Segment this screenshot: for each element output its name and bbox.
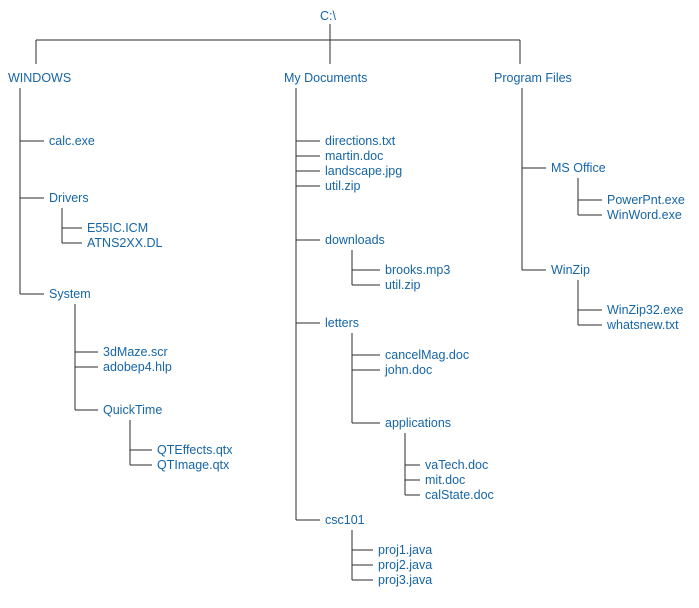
node-brooks-mp3: brooks.mp3 bbox=[385, 263, 451, 277]
windows-branch-connector bbox=[19, 88, 152, 466]
program-files-branch-connector bbox=[521, 88, 602, 326]
node-ms-office: MS Office bbox=[551, 161, 606, 175]
node-atns2xx-dl: ATNS2XX.DL bbox=[87, 236, 163, 250]
node-calc-exe: calc.exe bbox=[49, 134, 95, 148]
node-proj1-java: proj1.java bbox=[378, 543, 433, 557]
node-martin-doc: martin.doc bbox=[325, 149, 384, 163]
node-whatsnew-txt: whatsnew.txt bbox=[607, 318, 679, 332]
node-powerpnt-exe: PowerPnt.exe bbox=[607, 193, 685, 207]
node-3dmaze-scr: 3dMaze.scr bbox=[103, 345, 168, 359]
node-mit-doc: mit.doc bbox=[425, 473, 466, 487]
node-proj2-java: proj2.java bbox=[378, 558, 433, 572]
node-util-zip: util.zip bbox=[325, 179, 361, 193]
node-letters: letters bbox=[325, 316, 360, 330]
node-program-files: Program Files bbox=[494, 71, 572, 85]
node-proj3-java: proj3.java bbox=[378, 573, 433, 587]
node-windows: WINDOWS bbox=[8, 71, 72, 85]
node-downloads: downloads bbox=[325, 233, 385, 247]
node-qtimage-qtx: QTImage.qtx bbox=[157, 458, 230, 472]
node-calstate-doc: calState.doc bbox=[425, 488, 494, 502]
node-cancelmag-doc: cancelMag.doc bbox=[385, 348, 470, 362]
node-system: System bbox=[49, 287, 91, 301]
node-drivers: Drivers bbox=[49, 191, 89, 205]
node-qteffects-qtx: QTEffects.qtx bbox=[157, 443, 233, 457]
node-john-doc: john.doc bbox=[385, 363, 433, 377]
node-winzip: WinZip bbox=[551, 263, 590, 277]
node-winword-exe: WinWord.exe bbox=[607, 208, 682, 222]
root-connector bbox=[35, 24, 521, 64]
node-vatech-doc: vaTech.doc bbox=[425, 458, 489, 472]
node-applications: applications bbox=[385, 416, 452, 430]
my-documents-branch-connector bbox=[295, 88, 420, 581]
node-landscape-jpg: landscape.jpg bbox=[325, 164, 403, 178]
node-quicktime: QuickTime bbox=[103, 403, 163, 417]
node-winzip32-exe: WinZip32.exe bbox=[607, 303, 684, 317]
node-e55ic-icm: E55IC.ICM bbox=[87, 221, 149, 235]
node-adobep4-hlp: adobep4.hlp bbox=[103, 360, 172, 374]
node-my-documents: My Documents bbox=[284, 71, 368, 85]
node-c-drive: C:\ bbox=[320, 9, 336, 23]
node-csc101: csc101 bbox=[325, 513, 365, 527]
node-directions-txt: directions.txt bbox=[325, 134, 396, 148]
node-downloads-util-zip: util.zip bbox=[385, 278, 421, 292]
